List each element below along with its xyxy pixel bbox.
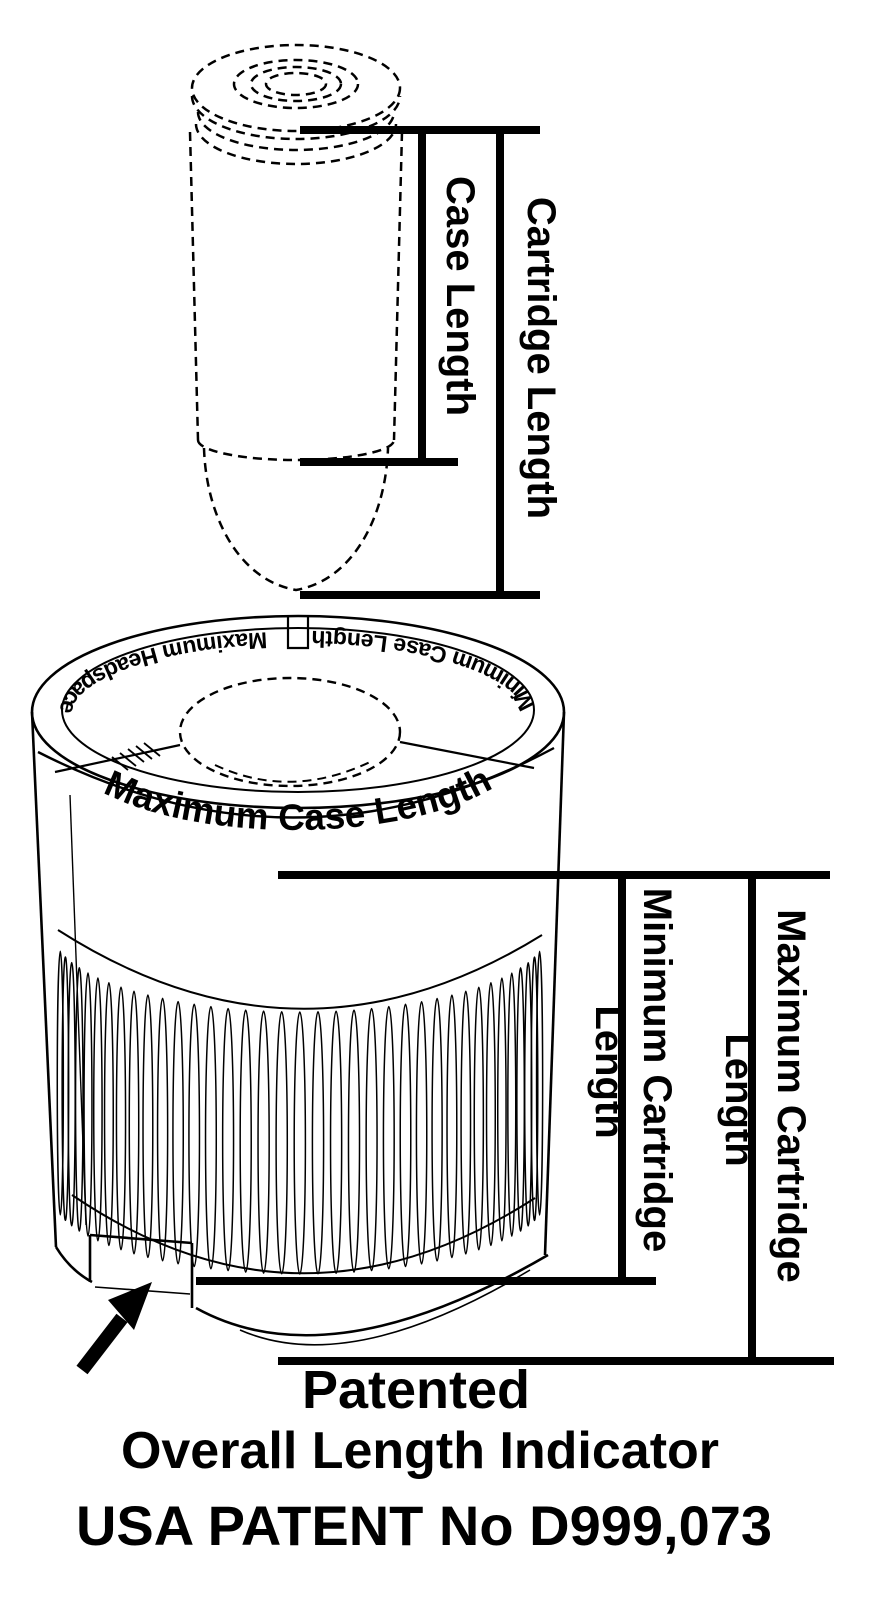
front-bevel-edge bbox=[37, 746, 555, 819]
case-head-ellipse bbox=[190, 43, 402, 133]
gauge-drawing bbox=[30, 614, 566, 1346]
center-hole-depth-arc bbox=[214, 761, 371, 783]
patented-caption: Patented bbox=[302, 1360, 530, 1420]
top-dimension-lines bbox=[300, 126, 540, 599]
left-divider-hatching bbox=[111, 742, 161, 771]
bottom-dimension-lines bbox=[196, 871, 834, 1365]
gauge-top-inner-step bbox=[61, 627, 535, 793]
minimum-cartridge-label-line2: Length bbox=[587, 1005, 631, 1138]
minimum-case-length-label: Minimum Case Length bbox=[311, 626, 540, 715]
minimum-cartridge-label-line1: Minimum Cartridge bbox=[635, 888, 679, 1252]
rim-lower-arc bbox=[190, 95, 402, 141]
notch-arrow-icon bbox=[76, 1282, 152, 1375]
primer-ring-inner bbox=[264, 71, 328, 97]
case-wall-left bbox=[188, 131, 200, 441]
cylinder-side-left bbox=[30, 711, 58, 1248]
extractor-groove-arc-2 bbox=[194, 123, 398, 166]
sector-divider-left bbox=[54, 743, 181, 774]
case-mouth-arc bbox=[196, 439, 396, 462]
sector-divider-right bbox=[399, 740, 535, 770]
bullet-nose bbox=[202, 447, 390, 592]
knurl-flutes bbox=[56, 950, 544, 1275]
primer-ring-mid bbox=[249, 65, 343, 103]
base-inner-arc bbox=[239, 1269, 531, 1346]
case-length-label: Case Length bbox=[438, 176, 482, 416]
cartridge-length-label: Cartridge Length bbox=[519, 197, 563, 519]
maximum-cartridge-label-line2: Length bbox=[717, 1033, 761, 1166]
bottom-front-arc bbox=[195, 1253, 549, 1337]
knurl-band-bottom-edge bbox=[71, 1194, 536, 1275]
knurl-band-top-edge bbox=[57, 929, 543, 1010]
maximum-cartridge-label-line1: Maximum Cartridge bbox=[769, 909, 813, 1282]
bottom-left-arc bbox=[54, 1246, 93, 1284]
maximum-case-length-label: Maximum Case Length bbox=[99, 759, 498, 838]
product-name-caption: Overall Length Indicator bbox=[121, 1422, 719, 1480]
cylinder-side-right bbox=[543, 711, 566, 1256]
case-wall-right bbox=[392, 131, 404, 441]
patent-number-caption: USA PATENT No D999,073 bbox=[76, 1494, 772, 1557]
top-slot-notch bbox=[286, 617, 310, 650]
maximum-headspace-label: Maximum Headspace bbox=[54, 627, 268, 716]
primer-ring-outer bbox=[232, 58, 360, 110]
center-hole bbox=[178, 676, 402, 788]
